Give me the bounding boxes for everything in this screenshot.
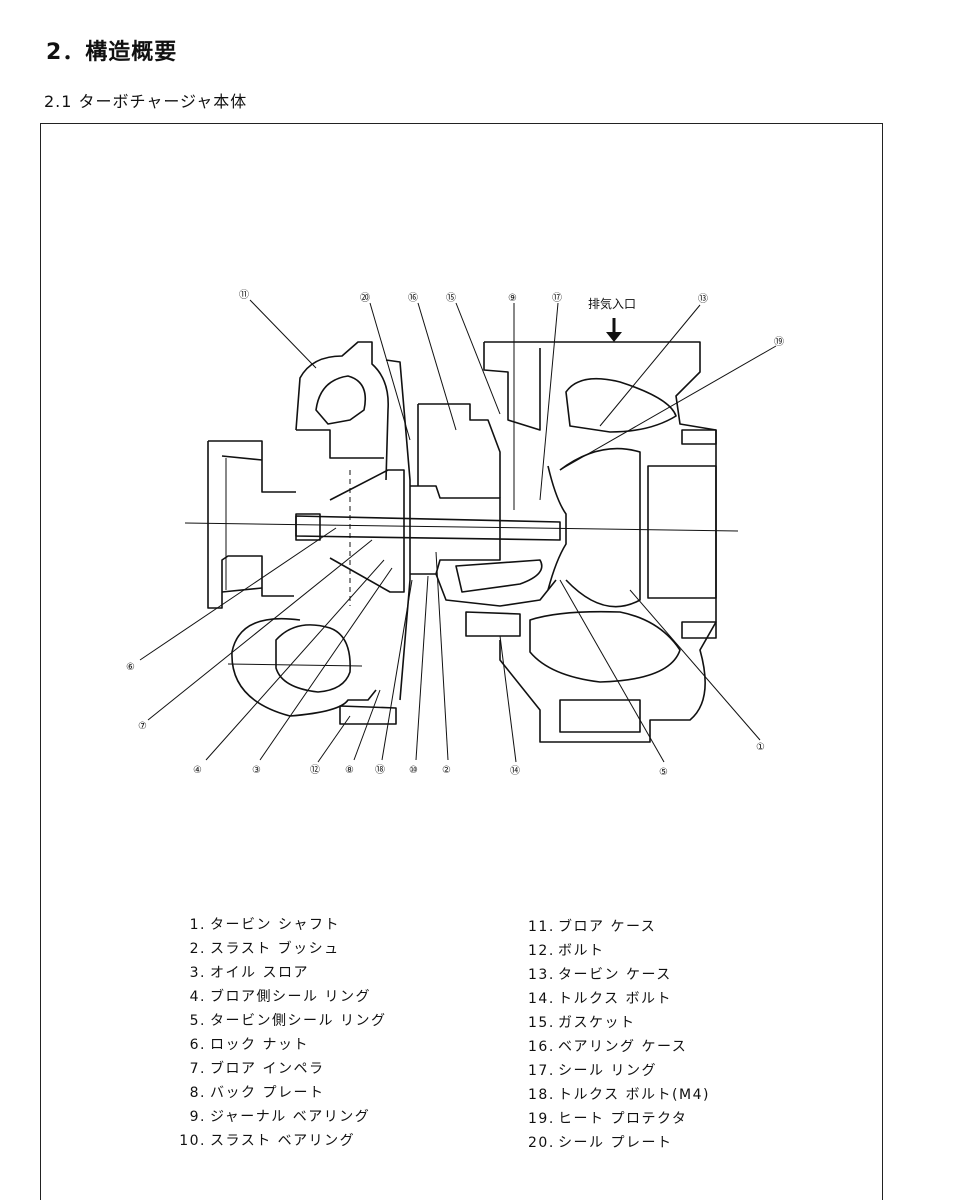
callout-4: ④ — [193, 765, 202, 776]
callout-12: ⑫ — [310, 764, 320, 776]
part-item: 20.シール プレート — [528, 1135, 673, 1151]
callout-14: ⑭ — [510, 765, 520, 777]
callout-3: ③ — [252, 765, 261, 776]
callout-17: ⑰ — [552, 292, 562, 304]
callout-6: ⑥ — [126, 662, 135, 673]
part-item: 6.ロック ナット — [189, 1037, 309, 1053]
part-item: 5.タービン側シール リング — [189, 1013, 387, 1029]
diagram-frame — [40, 123, 883, 1200]
part-item: 19.ヒート プロテクタ — [528, 1111, 688, 1127]
part-item: 15.ガスケット — [528, 1015, 636, 1031]
callout-1: ① — [756, 742, 765, 753]
parts-list-left: 1.タービン シャフト 2.スラスト ブッシュ 3.オイル スロア 4.ブロア側… — [176, 913, 386, 1153]
callout-20: ⑳ — [360, 292, 370, 304]
callout-7: ⑦ — [138, 721, 147, 732]
subsection-title: 2.1 ターボチャージャ本体 — [44, 92, 248, 111]
part-item: 18.トルクス ボルト(M4) — [528, 1087, 710, 1103]
part-item: 14.トルクス ボルト — [528, 991, 673, 1007]
part-item: 12.ボルト — [528, 943, 605, 959]
part-item: 2.スラスト ブッシュ — [189, 941, 340, 957]
part-item: 1.タービン シャフト — [189, 917, 340, 933]
callout-11: ⑪ — [239, 289, 249, 301]
callout-19: ⑲ — [774, 336, 784, 348]
callout-15: ⑮ — [446, 292, 456, 304]
part-item: 8.バック プレート — [189, 1085, 325, 1101]
callout-16: ⑯ — [408, 292, 418, 304]
part-item: 13.タービン ケース — [528, 967, 672, 983]
part-item: 17.シール リング — [528, 1063, 657, 1079]
part-item: 16.ベアリング ケース — [528, 1039, 688, 1055]
part-item: 11.ブロア ケース — [528, 919, 657, 935]
part-item: 7.ブロア インペラ — [189, 1061, 325, 1077]
callout-8: ⑧ — [345, 765, 354, 776]
callout-10: ⑩ — [409, 765, 418, 776]
parts-list-right: 11.ブロア ケース 12.ボルト 13.タービン ケース 14.トルクス ボル… — [528, 915, 710, 1155]
part-item: 10.スラスト ベアリング — [179, 1133, 356, 1149]
part-item: 3.オイル スロア — [189, 965, 309, 981]
callout-13: ⑬ — [698, 293, 708, 305]
section-title: 2．構造概要 — [46, 40, 178, 65]
part-item: 4.ブロア側シール リング — [189, 989, 371, 1005]
exhaust-inlet-label: 排気入口 — [588, 296, 636, 311]
part-item: 9.ジャーナル ベアリング — [189, 1109, 371, 1125]
callout-18: ⑱ — [375, 764, 385, 776]
callout-2: ② — [442, 765, 451, 776]
callout-9: ⑨ — [508, 293, 517, 304]
callout-5: ⑤ — [659, 767, 668, 778]
